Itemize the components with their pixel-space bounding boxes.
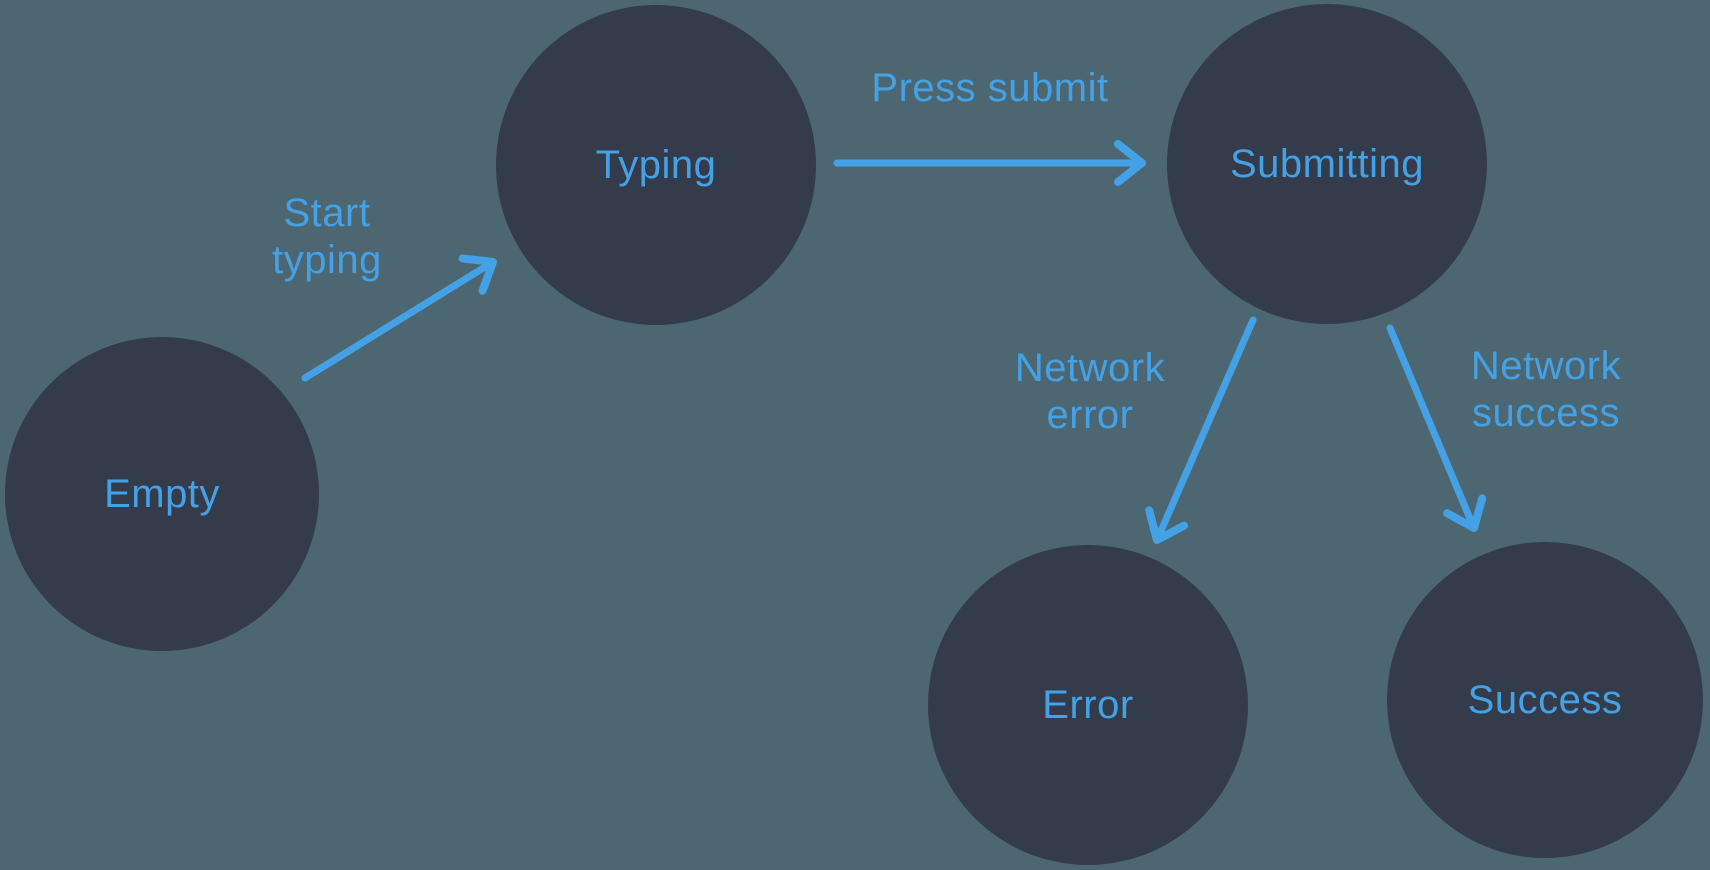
- state-label-success: Success: [1467, 678, 1623, 722]
- state-label-empty: Empty: [104, 472, 220, 516]
- transition-label-press-submit: Press submit: [871, 66, 1109, 110]
- state-label-submitting: Submitting: [1230, 142, 1424, 186]
- state-node-typing: Typing: [496, 5, 816, 325]
- transition-label-network-success: Network success: [1470, 344, 1622, 435]
- state-label-error: Error: [1042, 683, 1134, 727]
- transition-label-network-error: Network error: [1014, 346, 1166, 437]
- state-node-error: Error: [928, 545, 1248, 865]
- state-node-submitting: Submitting: [1167, 4, 1487, 324]
- state-node-success: Success: [1387, 542, 1703, 858]
- transition-label-start-typing: Start typing: [272, 191, 382, 282]
- state-node-empty: Empty: [5, 337, 319, 651]
- state-label-typing: Typing: [595, 143, 717, 187]
